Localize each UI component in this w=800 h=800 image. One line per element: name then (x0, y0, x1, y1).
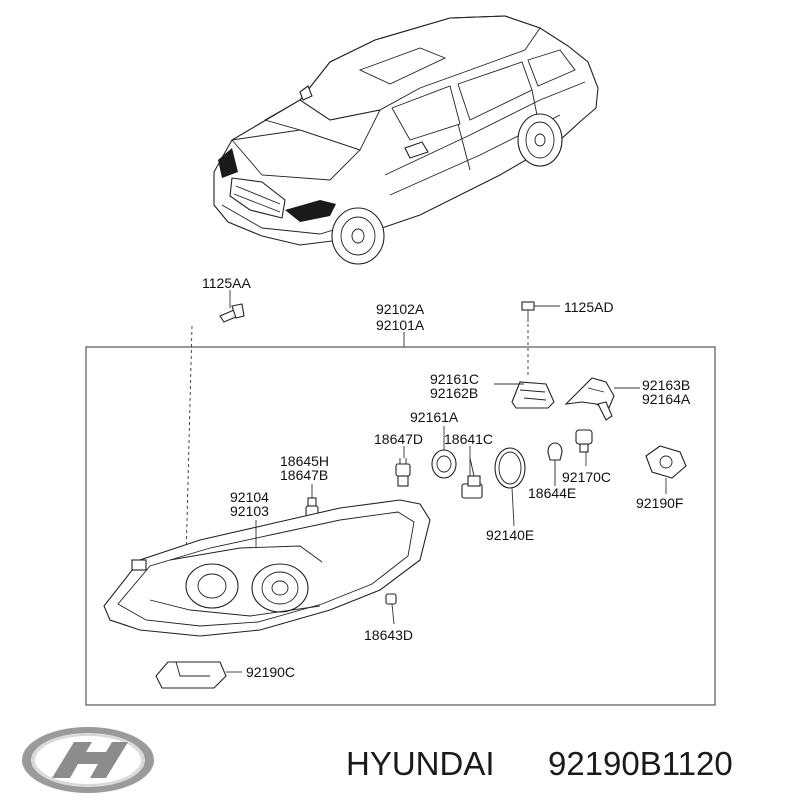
cap-92190f (645, 445, 687, 479)
bulb-92170c (575, 429, 593, 453)
brand-name: HYUNDAI (346, 745, 495, 782)
bracket-92161c (511, 381, 555, 409)
label-92102a: 92102A (376, 301, 425, 317)
lens-ring-92140e (494, 447, 526, 489)
label-92101a: 92101A (376, 317, 425, 333)
label-18643d: 18643D (364, 627, 413, 643)
bolt-1125aa (219, 303, 245, 323)
module-92190c (155, 661, 227, 689)
label-18641c: 18641C (444, 431, 493, 447)
bulb-18641c (461, 457, 483, 499)
label-1125ad: 1125AD (564, 299, 614, 315)
headlamp-housing (103, 499, 431, 637)
assembly-frame (85, 346, 716, 706)
label-92164a: 92164A (642, 391, 691, 407)
hyundai-logo (22, 727, 154, 793)
part-number: 92190B1120 (548, 745, 733, 782)
label-92190c: 92190C (246, 664, 295, 680)
label-1125aa: 1125AA (202, 275, 251, 291)
label-18647d: 18647D (374, 431, 423, 447)
bolt-1125ad (521, 301, 535, 322)
car-illustration (213, 15, 599, 265)
bulb-18644e (547, 442, 563, 486)
label-92190f: 92190F (636, 495, 683, 511)
label-92161c: 92161C (430, 371, 479, 387)
label-92103: 92103 (230, 503, 269, 519)
label-18644e: 18644E (528, 485, 576, 501)
label-92104: 92104 (230, 489, 269, 505)
label-18645h: 18645H (280, 453, 329, 469)
label-92162b: 92162B (430, 385, 478, 401)
socket-18647d (395, 458, 411, 487)
label-92140e: 92140E (486, 527, 534, 543)
bulb-18643d (385, 593, 397, 605)
label-92161a: 92161A (410, 409, 459, 425)
cover-92163b (564, 377, 615, 421)
label-18647b: 18647B (280, 467, 328, 483)
ring-92161a (431, 449, 457, 479)
label-92170c: 92170C (562, 469, 611, 485)
label-92163b: 92163B (642, 377, 690, 393)
